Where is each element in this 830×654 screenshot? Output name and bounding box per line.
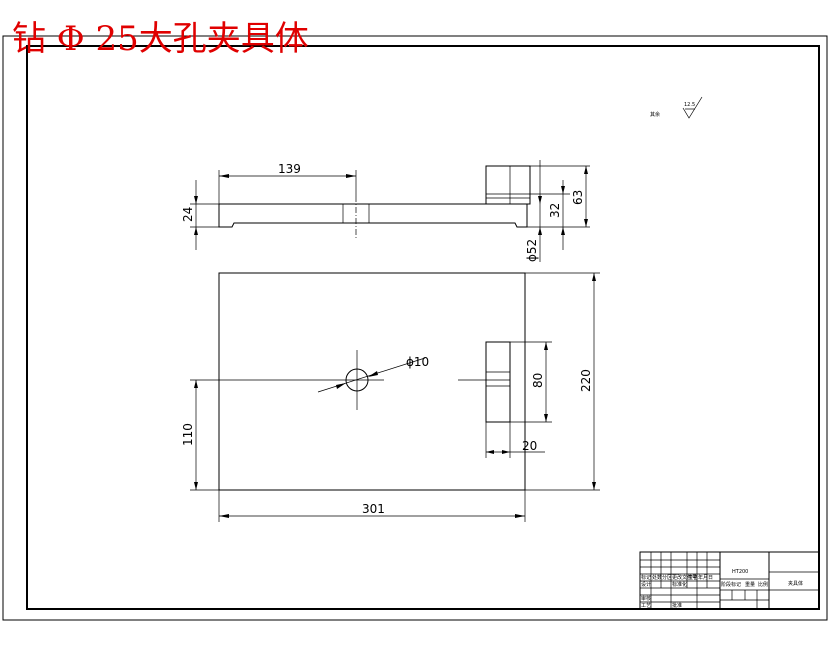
dim-220: 220: [579, 369, 593, 392]
dim-20: 20: [522, 439, 537, 453]
tb-label-2: 分区: [662, 574, 672, 581]
drawing-title: 钻 Φ 25大孔夹具体: [12, 19, 309, 59]
tb-lower-4: 批准: [672, 602, 682, 609]
dim-110: 110: [181, 423, 195, 446]
tb-label-0: 标记: [641, 574, 651, 581]
dim-phi10: ϕ10: [406, 355, 429, 369]
front-view: ϕ10 110 80 20 220 301: [181, 272, 600, 522]
tb-lower-0: 设计: [641, 581, 651, 588]
roughness-label: 其余: [650, 111, 660, 118]
tb-label-5: 年月日: [698, 574, 713, 581]
dim-phi52: ϕ52: [525, 239, 539, 262]
dim-24: 24: [181, 207, 195, 222]
dim-80: 80: [531, 373, 545, 388]
top-view: 139 24 32 63 ϕ52: [181, 160, 590, 262]
tb-lower-1: 标准化: [672, 581, 687, 588]
roughness-symbol: 其余 12.5: [650, 96, 703, 119]
tb-lower-2: 审核: [641, 595, 651, 602]
tb-label-3: 更改文件号: [672, 574, 697, 581]
tb-label-4: 签名: [688, 574, 698, 581]
tb-scale: 比例: [758, 581, 768, 588]
drawing-frame: [26, 45, 820, 610]
tb-weight: 重量: [745, 581, 755, 588]
tb-stage: 阶段标记: [721, 581, 741, 588]
title-block-name: 夹具体: [788, 580, 803, 587]
dim-32: 32: [548, 203, 562, 218]
tb-lower-3: 工艺: [641, 603, 651, 609]
dim-63: 63: [571, 190, 585, 205]
title-block: HT200 夹具体 标记 处数 分区 更改文件号 签名 年月日 设计 标准化 审…: [639, 551, 820, 610]
dim-301: 301: [362, 502, 385, 516]
dim-139: 139: [278, 162, 301, 176]
title-block-material: HT200: [732, 569, 748, 575]
tb-label-1: 处数: [652, 574, 662, 581]
outer-border: [2, 35, 828, 621]
roughness-value: 12.5: [684, 102, 695, 108]
